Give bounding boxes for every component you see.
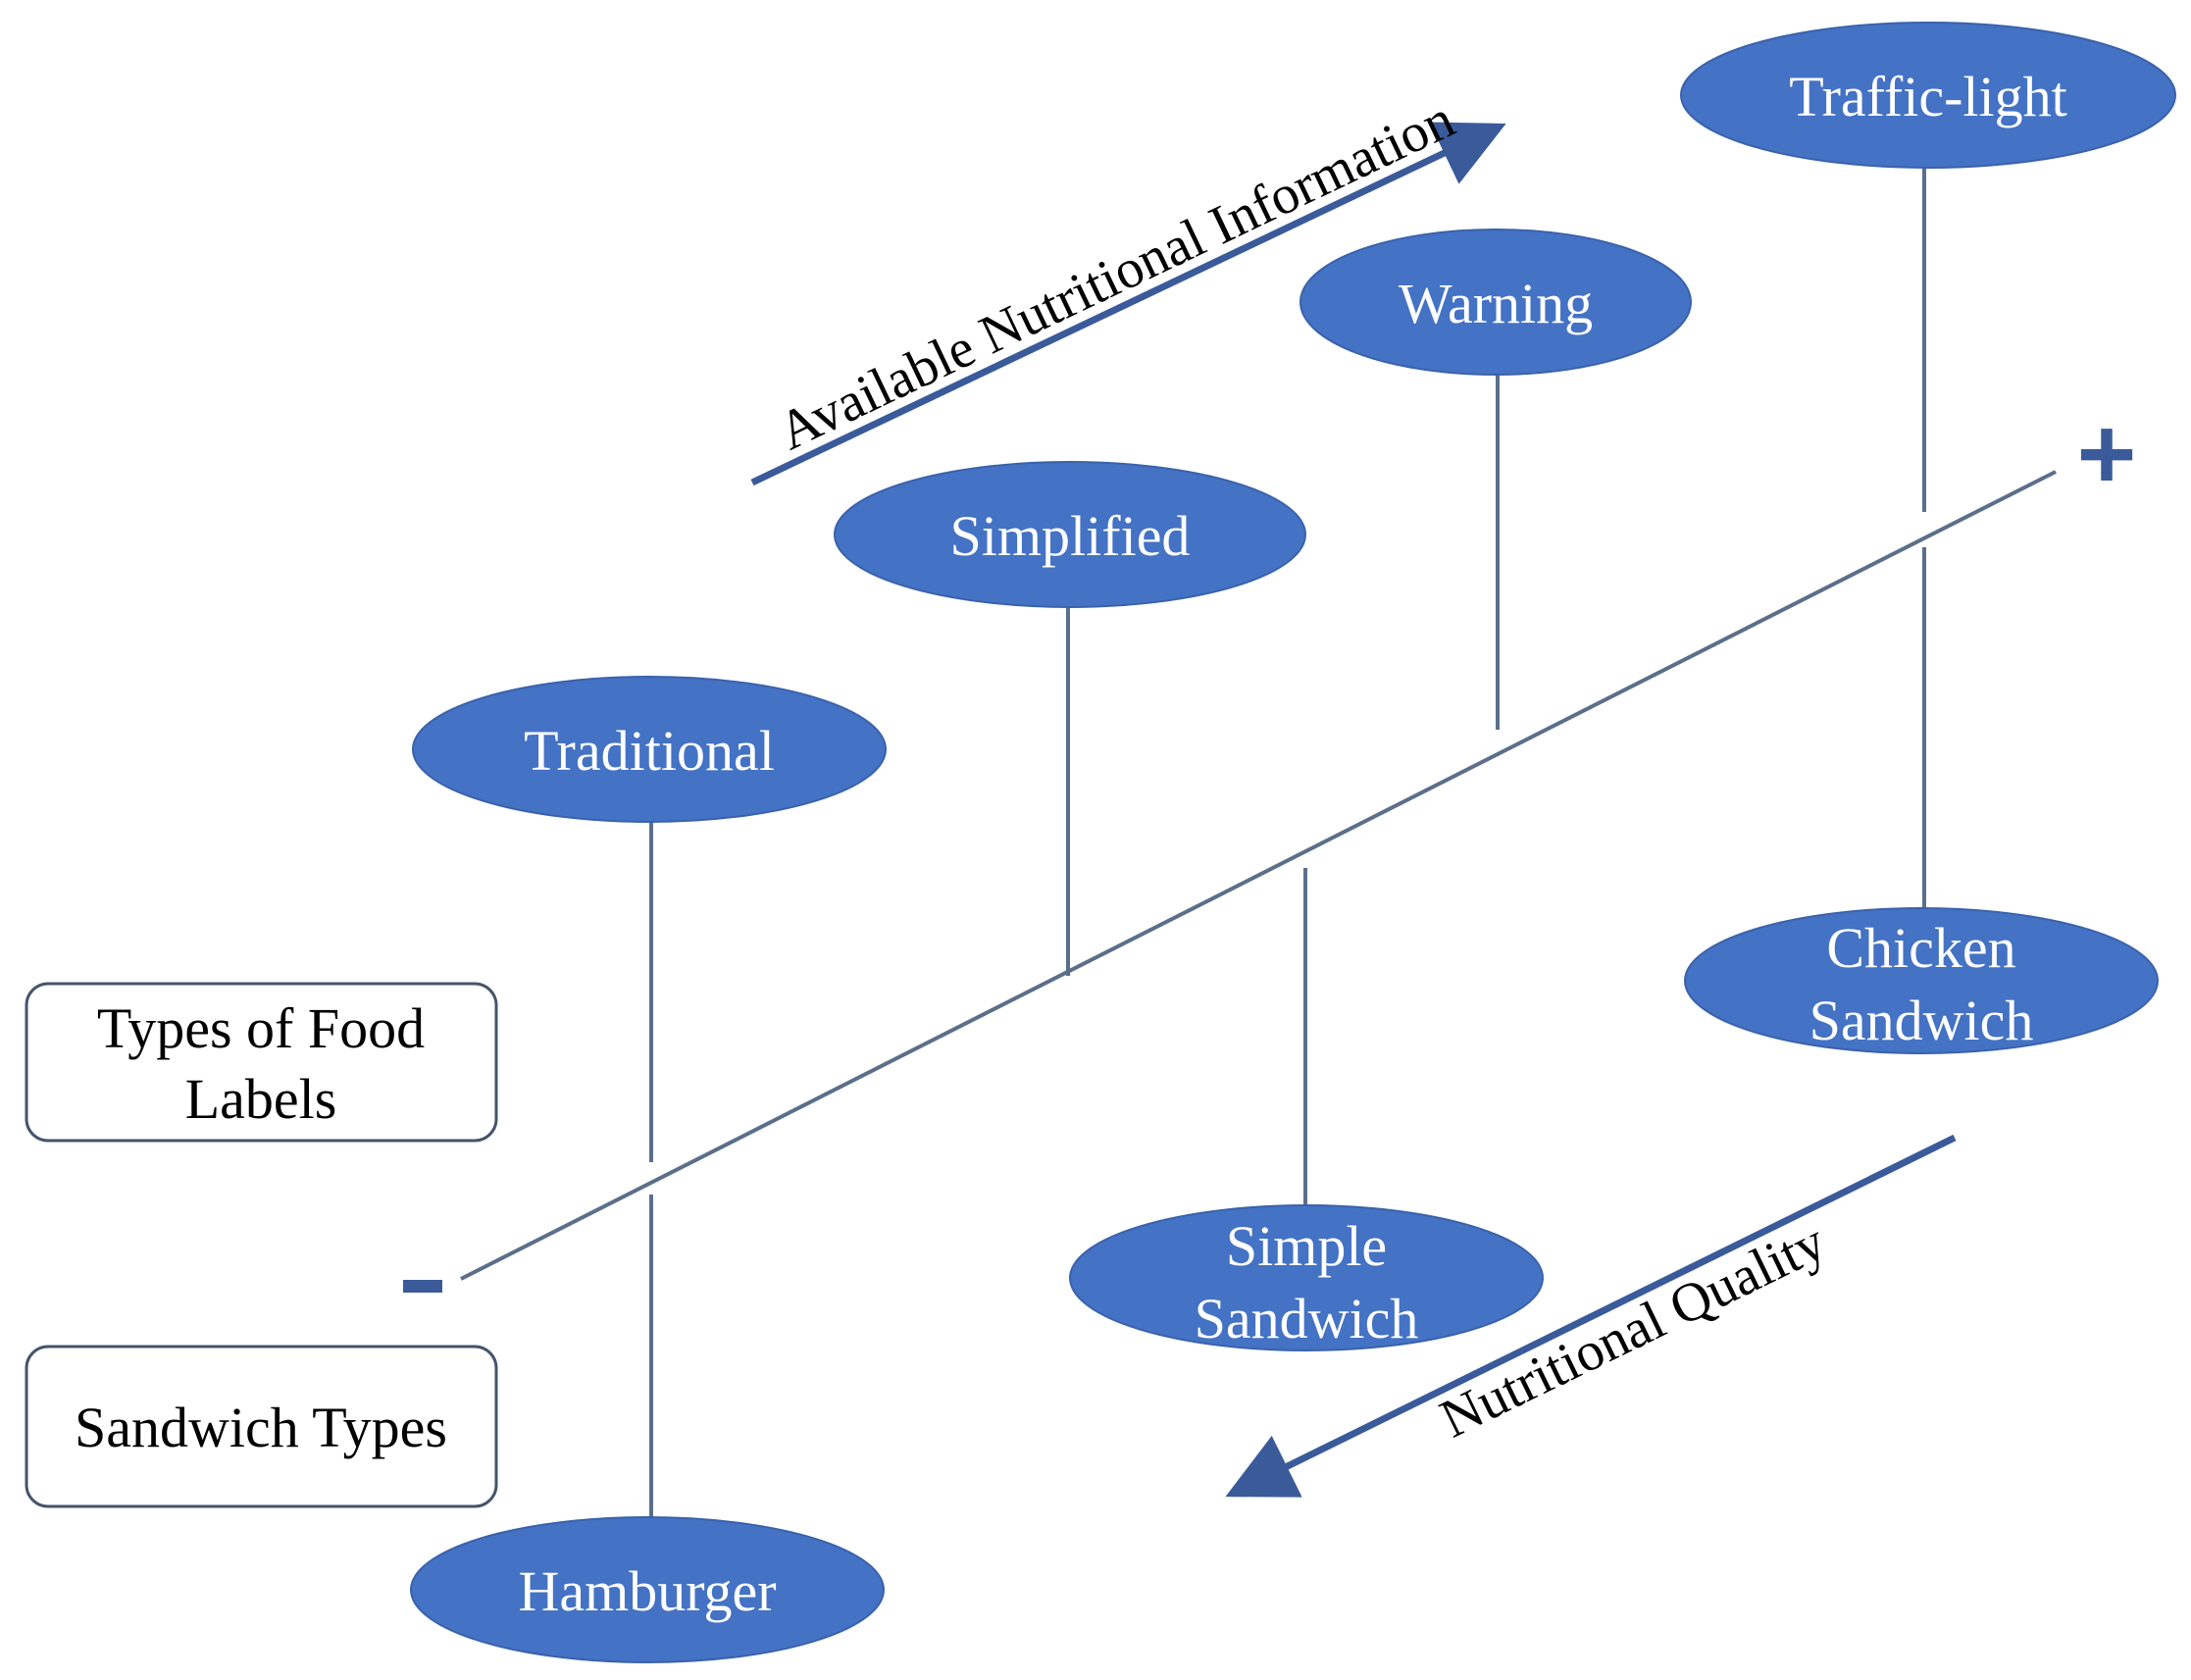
plus-sign: + bbox=[2077, 397, 2137, 511]
legend-food-labels-box bbox=[25, 982, 498, 1143]
info-arrow bbox=[750, 122, 1506, 486]
traditional-ellipse bbox=[412, 676, 887, 823]
traffic-light-label: Traffic-light bbox=[1789, 65, 2067, 128]
minus-sign bbox=[403, 1280, 442, 1293]
legend-sandwich-types-label: Sandwich Types bbox=[75, 1396, 447, 1459]
warning-label: Warning bbox=[1399, 272, 1593, 335]
chicken-sandwich-label-line-2: Sandwich bbox=[1809, 989, 2034, 1052]
main-diagonal-axis bbox=[460, 470, 2057, 1281]
food-label-simplified: Simplified bbox=[834, 461, 1306, 608]
sandwich-chicken-sandwich: Chicken Sandwich bbox=[1684, 907, 2159, 1054]
simple-sandwich-label-line-1: Simple bbox=[1226, 1214, 1387, 1278]
warning-ellipse bbox=[1299, 229, 1692, 376]
legend-sandwich-types: Sandwich Types bbox=[25, 1345, 498, 1508]
simple-sandwich-label-line-2: Sandwich bbox=[1195, 1287, 1419, 1350]
simple-sandwich-ellipse bbox=[1069, 1204, 1544, 1351]
sandwich-hamburger: Hamburger bbox=[410, 1516, 885, 1663]
simplified-ellipse bbox=[834, 461, 1306, 608]
traffic-light-ellipse bbox=[1680, 22, 2176, 169]
sandwich-simple-sandwich: Simple Sandwich bbox=[1069, 1204, 1544, 1351]
legend-food-labels: Types of Food Labels bbox=[25, 982, 498, 1143]
hamburger-ellipse bbox=[410, 1516, 885, 1663]
legend-food-labels-line-1: Types of Food bbox=[97, 996, 425, 1060]
connector-lines bbox=[649, 118, 1926, 1518]
chicken-sandwich-ellipse bbox=[1684, 907, 2159, 1054]
chicken-sandwich-label-line-1: Chicken bbox=[1826, 916, 2015, 980]
legend-food-labels-line-2: Labels bbox=[185, 1067, 337, 1131]
traditional-label: Traditional bbox=[524, 719, 775, 783]
quality-arrow bbox=[1225, 1134, 1957, 1498]
hamburger-label: Hamburger bbox=[518, 1559, 776, 1623]
legend-sandwich-types-box bbox=[25, 1345, 498, 1508]
food-label-warning: Warning bbox=[1299, 229, 1692, 376]
simplified-label: Simplified bbox=[950, 504, 1191, 568]
food-label-traditional: Traditional bbox=[412, 676, 887, 823]
food-label-traffic-light: Traffic-light bbox=[1680, 22, 2176, 169]
